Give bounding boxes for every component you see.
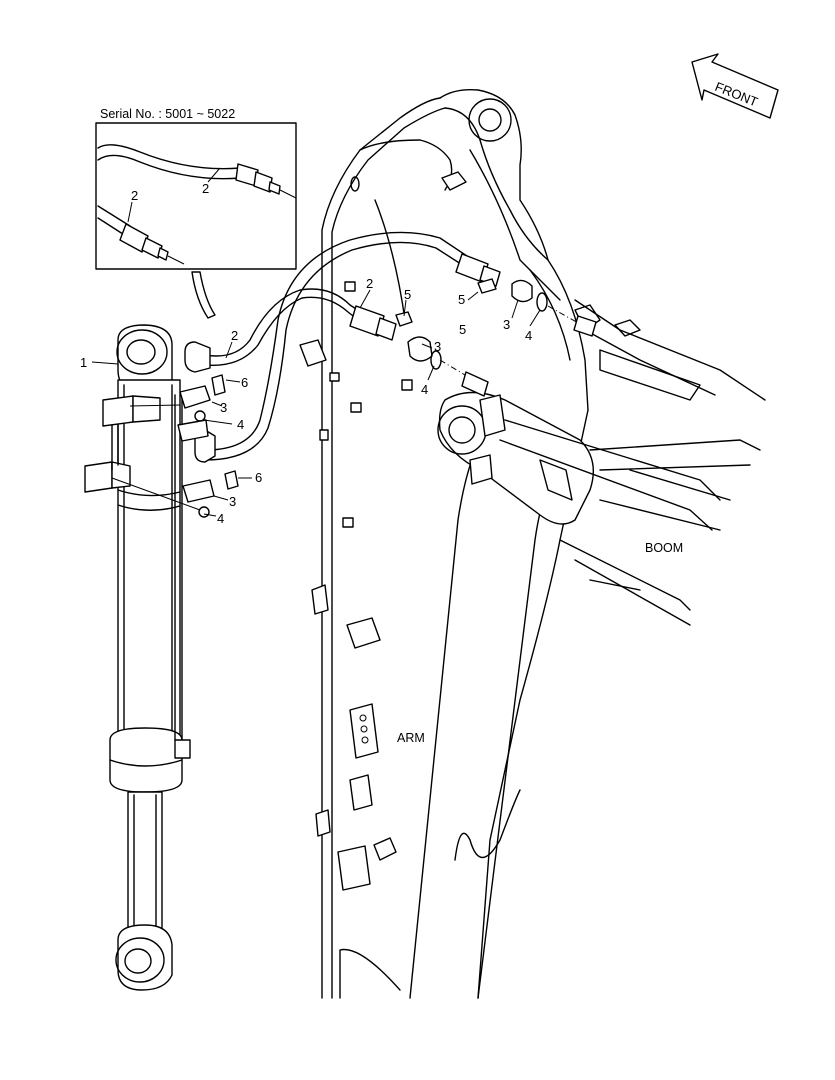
label-hose-lower: 2: [366, 276, 373, 291]
leader-arrow: [191, 271, 216, 319]
label-flange-upper: 3: [220, 400, 227, 415]
label-bolt-boom-a: 5: [404, 287, 411, 302]
label-arm: ARM: [397, 731, 425, 745]
label-bolt-upper: 6: [241, 375, 248, 390]
label-hose-main: 2: [231, 328, 238, 343]
label-flange-lower: 3: [229, 494, 236, 509]
label-bolt-boom-b2: 5: [459, 322, 466, 337]
part-labels: 1 2 2 6 3 4 6 3 4 5 3 4 5 5 3 4: [80, 276, 541, 526]
label-oring-lower: 4: [217, 511, 224, 526]
inset-serial: Serial No. : 5001 ~ 5022: [100, 107, 235, 121]
inset-label-hose-lower: 2: [131, 188, 138, 203]
inset-detail: Serial No. : 5001 ~ 5022 2 2: [95, 107, 297, 270]
label-oring-boom-a: 4: [421, 382, 428, 397]
hoses: [111, 231, 597, 518]
label-oring-upper: 4: [237, 417, 244, 432]
arm-boom-structure: [299, 88, 766, 999]
inset-label-hose-upper: 2: [202, 181, 209, 196]
label-cylinder: 1: [80, 355, 87, 370]
label-bolt-lower: 6: [255, 470, 262, 485]
label-oring-boom-b: 4: [525, 328, 532, 343]
label-flange-boom-a: 3: [434, 339, 441, 354]
label-bolt-boom-b: 5: [458, 292, 465, 307]
front-arrow: FRONT: [691, 53, 779, 119]
label-boom: BOOM: [645, 541, 683, 555]
label-flange-boom-b: 3: [503, 317, 510, 332]
hydraulic-cylinder: [84, 324, 191, 991]
